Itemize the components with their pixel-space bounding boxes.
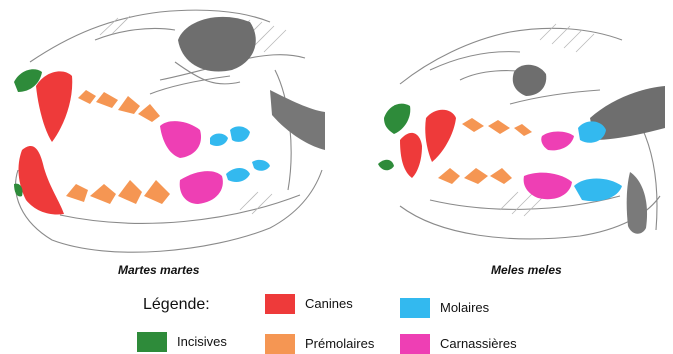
mandible-hinge xyxy=(270,90,325,150)
legend-label-incisives: Incisives xyxy=(177,334,227,349)
incisives-swatch xyxy=(137,332,167,352)
lower-premolars xyxy=(66,180,170,204)
upper-canine xyxy=(36,71,72,142)
upper-molars xyxy=(210,126,250,146)
upper-premolars xyxy=(462,118,532,136)
legend-title: Légende: xyxy=(143,296,210,314)
upper-premolars xyxy=(78,90,160,122)
lower-molars xyxy=(226,160,270,182)
legend-label-carnassieres: Carnassières xyxy=(440,336,517,351)
mandible-shadow xyxy=(627,172,647,234)
upper-canine xyxy=(425,110,456,162)
orbit-shadow xyxy=(513,65,547,96)
species-caption-meles: Meles meles xyxy=(491,263,562,277)
lower-canine xyxy=(400,133,422,178)
upper-carnassial xyxy=(160,121,201,158)
molaires-swatch xyxy=(400,298,430,318)
meles-skull-drawing xyxy=(360,0,673,262)
lower-incisor xyxy=(378,160,394,171)
premolaires-swatch xyxy=(265,334,295,354)
legend-label-premolaires: Prémolaires xyxy=(305,336,374,351)
martes-skull-drawing xyxy=(0,0,330,262)
legend-label-canines: Canines xyxy=(305,296,353,311)
lower-canine xyxy=(19,146,64,214)
legend-label-molaires: Molaires xyxy=(440,300,489,315)
lower-carnassial xyxy=(180,171,223,204)
carnassieres-swatch xyxy=(400,334,430,354)
orbit-shadow xyxy=(178,17,256,72)
upper-carnassial xyxy=(541,132,574,151)
species-caption-martes: Martes martes xyxy=(118,263,199,277)
lower-premolars xyxy=(438,168,512,184)
canines-swatch xyxy=(265,294,295,314)
upper-incisor xyxy=(384,104,410,134)
